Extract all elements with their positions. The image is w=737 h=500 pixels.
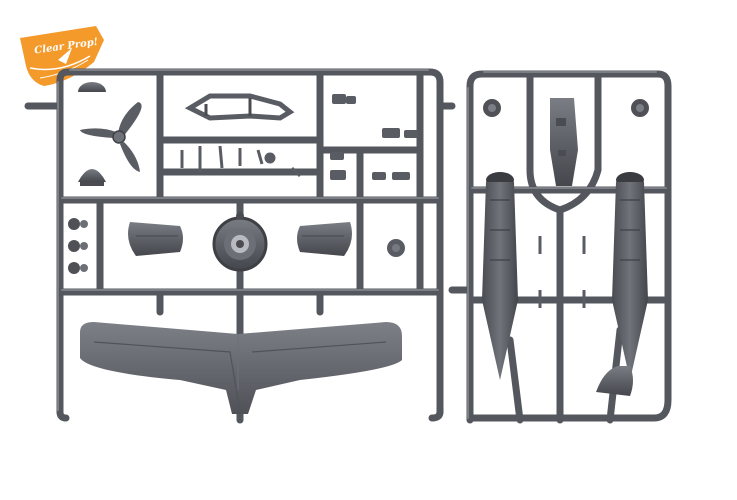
wheel-left-top — [483, 99, 501, 117]
seat-part-mid-left — [78, 169, 106, 186]
clear-prop-logo: Clear Prop! — [20, 26, 104, 86]
cockpit-frame-part — [184, 93, 295, 121]
left-sprue-frame — [24, 68, 456, 424]
engine-nacelle-left — [482, 172, 518, 380]
propeller-part — [80, 102, 142, 172]
small-parts-row — [180, 145, 302, 178]
center-fuselage-part — [550, 98, 578, 186]
small-parts-top-right — [330, 94, 418, 180]
wheel-part — [387, 239, 405, 257]
nose-cone-part — [596, 366, 633, 396]
small-rod-parts — [538, 236, 586, 308]
engine-disc-part — [212, 212, 268, 272]
engine-nacelle-right — [612, 172, 648, 380]
left-sprue-highlight — [57, 69, 439, 411]
seat-part-top-left — [78, 82, 106, 92]
small-fittings-left — [68, 218, 88, 274]
cowling-left-part — [128, 222, 183, 256]
wheel-right-top — [631, 99, 649, 117]
wing-part — [80, 322, 402, 414]
cowling-right-part — [297, 222, 352, 256]
